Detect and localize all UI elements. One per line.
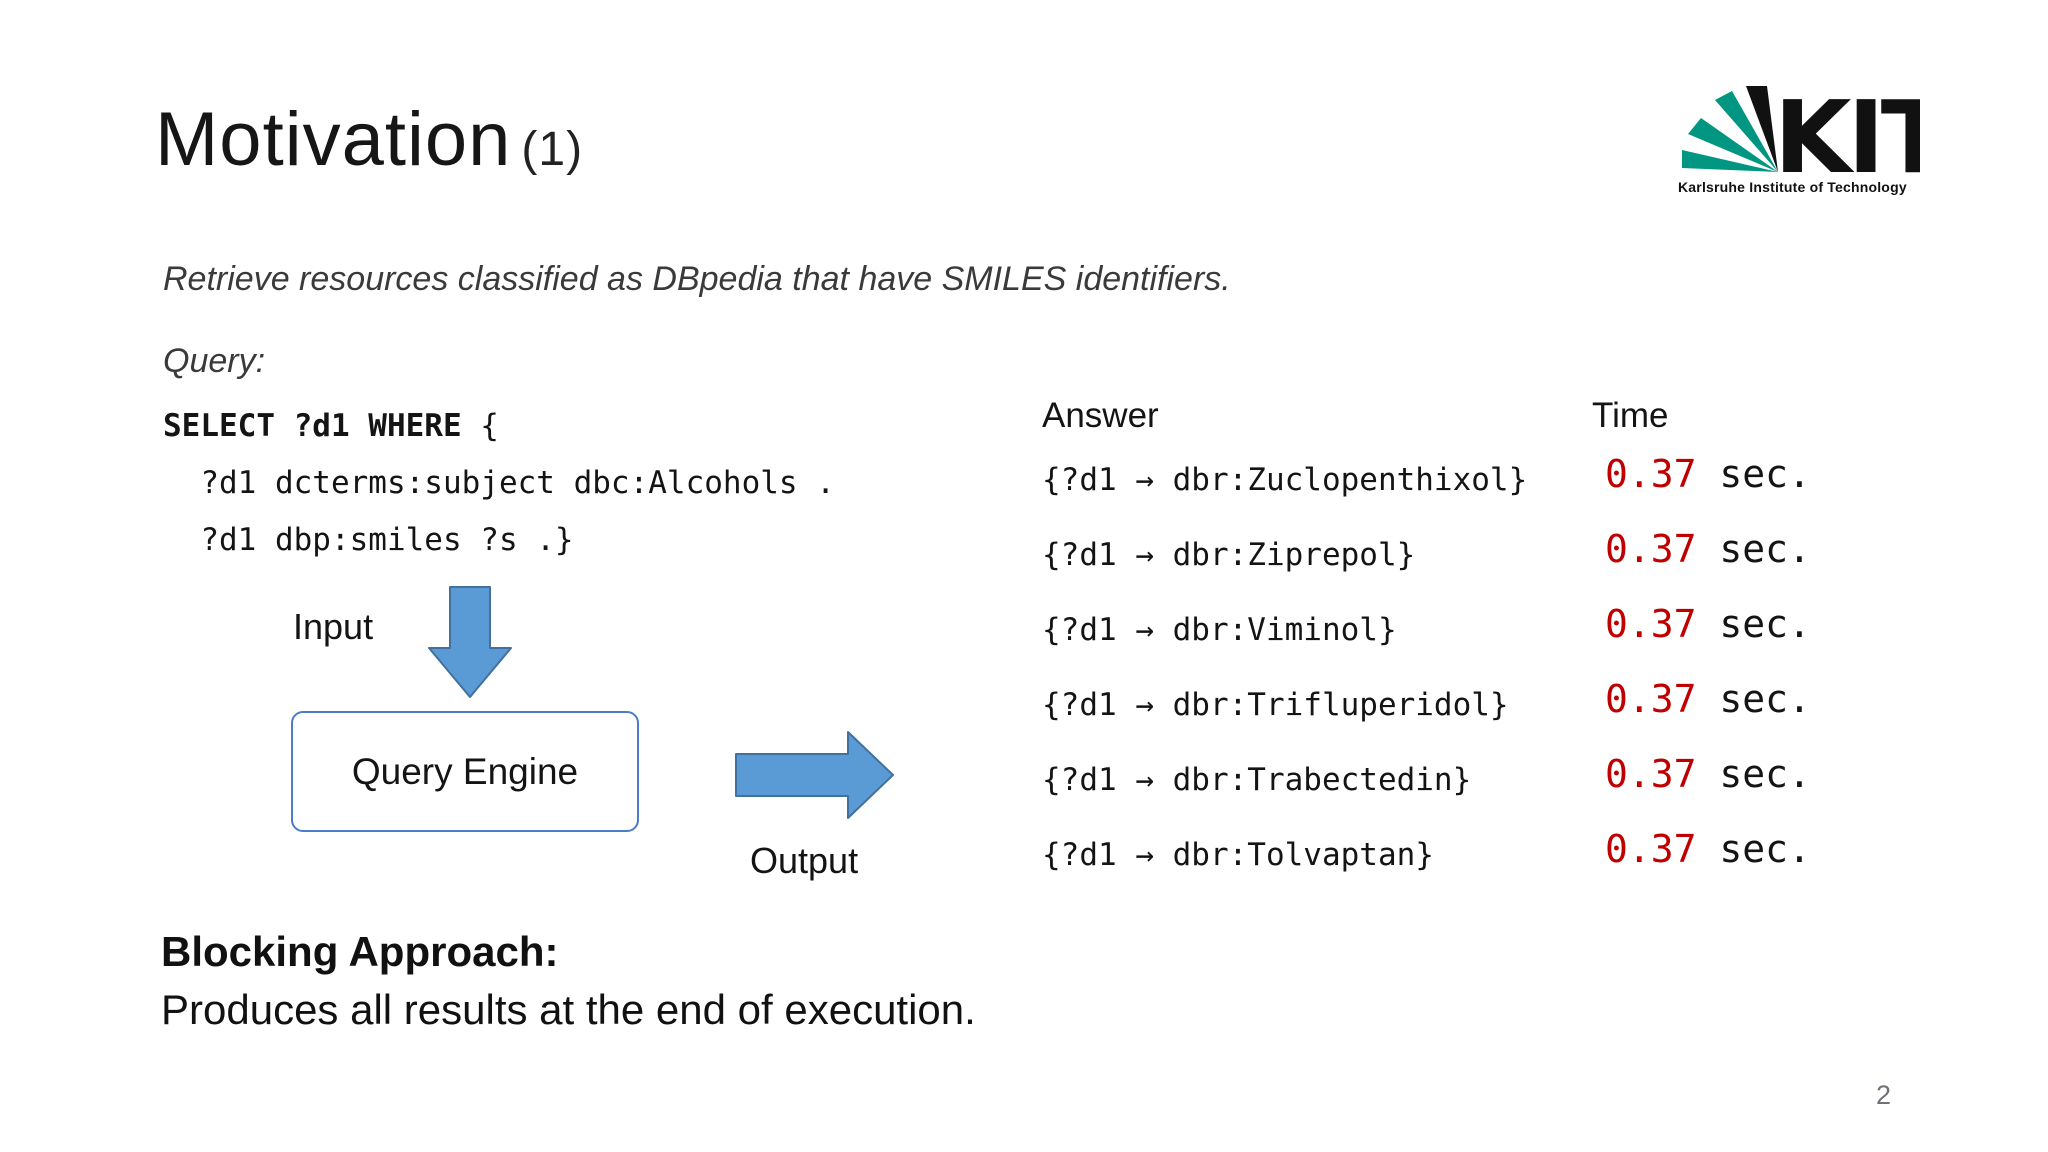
result-row: {?d1 → dbr:Viminol} 0.37 sec. <box>1042 602 1922 677</box>
result-time-value: 0.37 <box>1605 602 1697 646</box>
page-number: 2 <box>1876 1080 1892 1110</box>
result-answer: {?d1 → dbr:Trabectedin} <box>1042 762 1472 798</box>
result-time-unit: sec. <box>1696 827 1811 871</box>
result-time-value: 0.37 <box>1605 452 1697 496</box>
result-time: 0.37 sec. <box>1605 752 1811 796</box>
code-line-3: ?d1 dbp:smiles ?s .} <box>163 522 574 558</box>
code-line-1: SELECT ?d1 WHERE { <box>163 398 835 455</box>
sparql-query-code: SELECT ?d1 WHERE { ?d1 dcterms:subject d… <box>163 398 835 569</box>
page-title-suffix: (1) <box>521 123 584 176</box>
input-label: Input <box>293 606 374 647</box>
task-description: Retrieve resources classified as DBpedia… <box>163 260 1231 298</box>
blocking-approach-heading: Blocking Approach: <box>161 928 559 975</box>
kit-logo-tagline: Karlsruhe Institute of Technology <box>1678 179 1907 195</box>
result-row: {?d1 → dbr:Tolvaptan} 0.37 sec. <box>1042 827 1922 902</box>
query-label: Query: <box>163 342 266 380</box>
svg-text:KIT: KIT <box>1774 84 1920 176</box>
down-arrow-icon <box>428 586 512 698</box>
result-row: {?d1 → dbr:Zuclopenthixol} 0.37 sec. <box>1042 452 1922 527</box>
query-engine-label: Query Engine <box>351 750 579 792</box>
blocking-approach-body: Produces all results at the end of execu… <box>161 986 976 1033</box>
result-time-unit: sec. <box>1696 527 1811 571</box>
result-time-unit: sec. <box>1696 602 1811 646</box>
result-time-value: 0.37 <box>1605 752 1697 796</box>
result-answer: {?d1 → dbr:Trifluperidol} <box>1042 687 1509 723</box>
code-line-2: ?d1 dcterms:subject dbc:Alcohols . <box>163 465 835 501</box>
code-line-1-keyword: SELECT ?d1 WHERE <box>163 408 462 444</box>
query-engine-box: Query Engine <box>291 711 639 832</box>
result-time: 0.37 sec. <box>1605 602 1811 646</box>
result-time-value: 0.37 <box>1605 827 1697 871</box>
result-time-unit: sec. <box>1696 752 1811 796</box>
output-label: Output <box>750 840 859 881</box>
result-time-unit: sec. <box>1696 452 1811 496</box>
result-row: {?d1 → dbr:Trifluperidol} 0.37 sec. <box>1042 677 1922 752</box>
page-title: Motivation(1) <box>155 96 583 183</box>
result-answer: {?d1 → dbr:Viminol} <box>1042 612 1397 648</box>
results-list: {?d1 → dbr:Zuclopenthixol} 0.37 sec. {?d… <box>1042 452 1922 902</box>
result-time-unit: sec. <box>1696 677 1811 721</box>
result-row: {?d1 → dbr:Trabectedin} 0.37 sec. <box>1042 752 1922 827</box>
answer-column-header: Answer <box>1042 396 1159 435</box>
result-answer: {?d1 → dbr:Tolvaptan} <box>1042 837 1434 873</box>
code-line-1-brace: { <box>461 408 499 444</box>
result-time: 0.37 sec. <box>1605 452 1811 496</box>
kit-logo-icon: KIT <box>1682 84 1920 176</box>
result-answer: {?d1 → dbr:Ziprepol} <box>1042 537 1416 573</box>
result-answer: {?d1 → dbr:Zuclopenthixol} <box>1042 462 1528 498</box>
result-time-value: 0.37 <box>1605 527 1697 571</box>
result-row: {?d1 → dbr:Ziprepol} 0.37 sec. <box>1042 527 1922 602</box>
result-time: 0.37 sec. <box>1605 827 1811 871</box>
kit-logo: KIT Karlsruhe Institute of Technology <box>1678 84 1920 195</box>
result-time: 0.37 sec. <box>1605 527 1811 571</box>
time-column-header: Time <box>1592 396 1669 435</box>
right-arrow-icon <box>735 731 894 819</box>
page-title-text: Motivation <box>155 97 512 182</box>
result-time-value: 0.37 <box>1605 677 1697 721</box>
result-time: 0.37 sec. <box>1605 677 1811 721</box>
